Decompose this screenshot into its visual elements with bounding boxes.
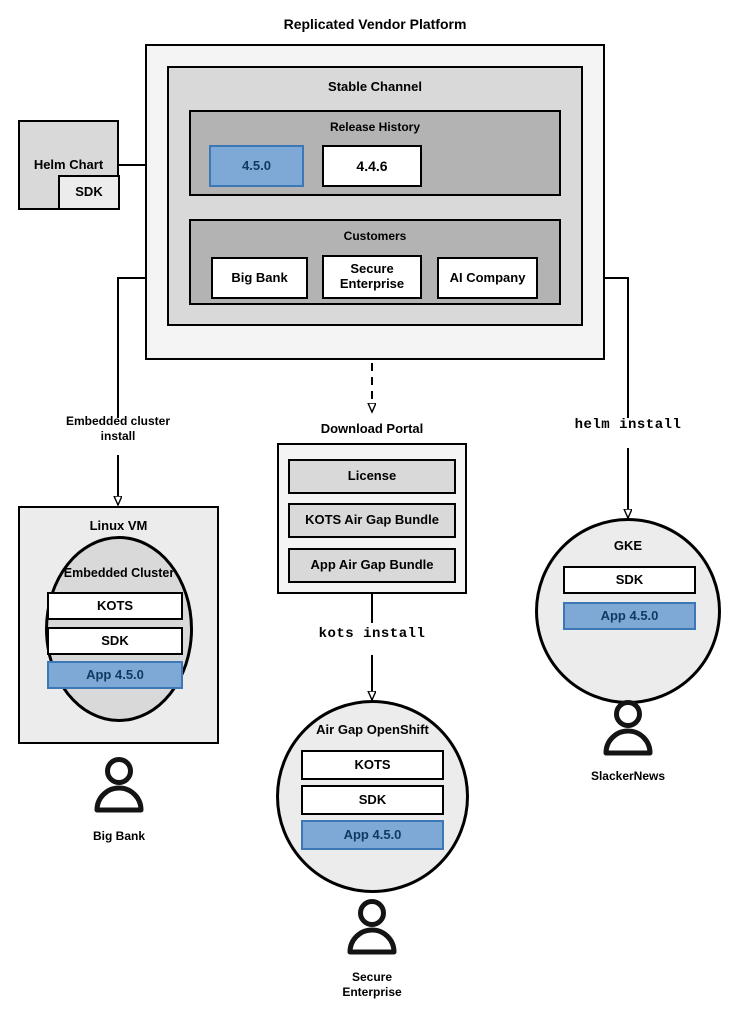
stable-channel-title: Stable Channel (328, 79, 422, 94)
persona-slackernews-label: SlackerNews (590, 769, 666, 783)
portal-item-license[interactable]: License (288, 459, 456, 494)
helm-chart-sdk-box[interactable]: SDK (58, 175, 120, 210)
release-history-title: Release History (329, 120, 421, 134)
persona-secure-enterprise-label: Secure Enterprise (342, 970, 402, 999)
edge-label-helm-install: helm install (574, 417, 682, 433)
gke-component-sdk[interactable]: SDK (563, 566, 696, 594)
persona-secure-enterprise-icon (341, 898, 403, 965)
linux-vm-component-sdk[interactable]: SDK (47, 627, 183, 655)
portal-item-kots-air-gap-bundle[interactable]: KOTS Air Gap Bundle (288, 503, 456, 538)
edge-label-kots-install: kots install (318, 626, 426, 642)
customer-ai-company[interactable]: AI Company (437, 257, 538, 299)
edge-label-embedded-cluster-install: Embedded cluster install (65, 414, 171, 443)
release-4-5-0[interactable]: 4.5.0 (209, 145, 304, 187)
portal-item-app-air-gap-bundle[interactable]: App Air Gap Bundle (288, 548, 456, 583)
customer-secure-enterprise[interactable]: Secure Enterprise (322, 255, 422, 299)
linux-vm-component-app[interactable]: App 4.5.0 (47, 661, 183, 689)
helm-chart-label: Helm Chart (33, 157, 104, 172)
gke-component-app[interactable]: App 4.5.0 (563, 602, 696, 630)
customers-title: Customers (343, 229, 407, 243)
linux-vm-component-kots[interactable]: KOTS (47, 592, 183, 620)
embedded-cluster-label: Embedded Cluster (63, 566, 175, 580)
customer-big-bank[interactable]: Big Bank (211, 257, 308, 299)
persona-big-bank-icon (88, 756, 150, 823)
openshift-component-kots[interactable]: KOTS (301, 750, 444, 780)
openshift-component-sdk[interactable]: SDK (301, 785, 444, 815)
gke-label: GKE (613, 538, 643, 553)
download-portal-title: Download Portal (320, 421, 424, 436)
air-gap-openshift-label: Air Gap OpenShift (316, 722, 429, 737)
release-4-4-6[interactable]: 4.4.6 (322, 145, 422, 187)
openshift-component-app[interactable]: App 4.5.0 (301, 820, 444, 850)
persona-slackernews-icon (597, 699, 659, 766)
persona-big-bank-label: Big Bank (92, 829, 145, 843)
page-title: Replicated Vendor Platform (283, 16, 467, 32)
linux-vm-label: Linux VM (89, 518, 148, 533)
